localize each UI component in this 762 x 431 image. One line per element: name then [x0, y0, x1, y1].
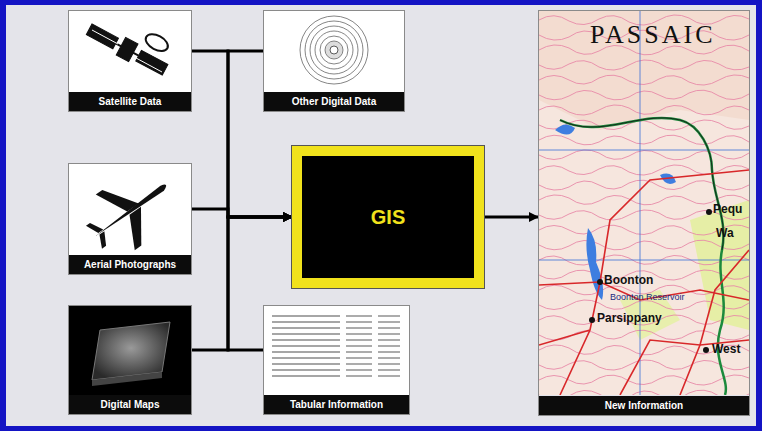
- map-place-name: Pequ: [713, 202, 742, 216]
- box-ground: [68, 163, 192, 275]
- gis-box: GIS: [292, 146, 484, 288]
- map-place-name: Parsippany: [597, 311, 662, 325]
- box-ground: [68, 10, 192, 112]
- source-box: Digital Maps: [68, 305, 192, 415]
- source-box: Satellite Data: [68, 10, 192, 112]
- box-caption: Other Digital Data: [264, 92, 404, 111]
- source-box: Other Digital Data: [263, 10, 405, 112]
- source-box: Tabular Information: [263, 305, 410, 415]
- map-place-name: Boonton: [604, 273, 653, 287]
- map-place-name: Wa: [716, 226, 734, 240]
- box-caption: Aerial Photographs: [69, 255, 191, 274]
- box-caption: Tabular Information: [264, 395, 409, 414]
- satellite-icon: [84, 6, 177, 79]
- box-caption: Digital Maps: [69, 395, 191, 414]
- gis-label: GIS: [371, 206, 405, 229]
- topographic-map: [539, 11, 749, 395]
- flow-arrow: [484, 216, 538, 219]
- terrain-icon: [92, 322, 170, 386]
- map-region-name: PASSAIC: [590, 20, 716, 50]
- box-ground: [263, 10, 405, 112]
- box-ground: [68, 305, 192, 415]
- map-place-name: West: [712, 342, 740, 356]
- source-box: Aerial Photographs: [68, 163, 192, 275]
- disc-icon: [300, 16, 368, 84]
- box-ground: [263, 305, 410, 415]
- box-caption: New Information: [539, 396, 749, 415]
- table-icon: [272, 316, 400, 376]
- airplane-icon: [74, 158, 186, 265]
- map-place-name: Boonton Reservoir: [610, 292, 685, 302]
- box-caption: Satellite Data: [69, 92, 191, 111]
